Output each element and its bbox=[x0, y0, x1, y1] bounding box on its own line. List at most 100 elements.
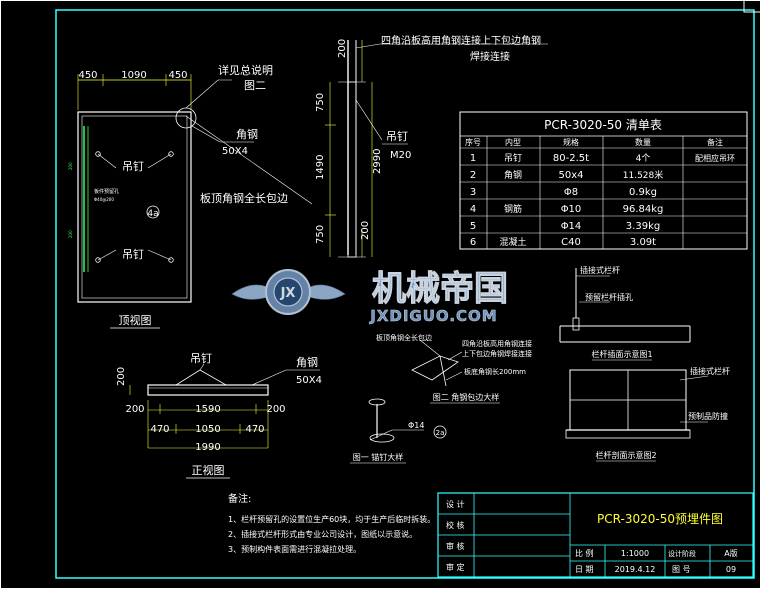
title-block: 设 计 校 核 审 核 审 定 PCR-3020-50预埋件图 比 例 1:10… bbox=[437, 492, 754, 578]
notes-heading: 备注: bbox=[228, 492, 251, 505]
table-cell: Φ14 bbox=[561, 221, 582, 232]
detail-marker-4a: 4a bbox=[147, 209, 158, 219]
angle-size-label: 50X4 bbox=[222, 146, 248, 157]
corner-label-connect: 四角沿板高用角钢连接 bbox=[462, 339, 532, 348]
top-view-title: 顶视图 bbox=[119, 313, 152, 327]
top-view: 450 1090 450 200 200 板件预留孔 Φ40@200 吊钉 吊钉… bbox=[68, 63, 313, 329]
watermark-brand: 机械帝国 bbox=[372, 269, 508, 309]
section-dim-750-top: 750 bbox=[315, 93, 326, 112]
front-dim-row2-right: 470 bbox=[245, 424, 264, 435]
svg-text:板件预留孔: 板件预留孔 bbox=[94, 188, 119, 195]
table-cell: 3.09t bbox=[630, 237, 656, 248]
bom-header-no: 序号 bbox=[465, 137, 481, 147]
callout-fig-two: 图二 bbox=[244, 79, 266, 92]
stage-label: 设计阶段 bbox=[668, 549, 696, 558]
section-header-line1: 四角沿板高用角钢连接上下包边角钢 bbox=[381, 34, 541, 47]
table-cell: 3 bbox=[470, 187, 476, 198]
sheet-label: 图 号 bbox=[672, 565, 691, 574]
table-cell: 6 bbox=[470, 237, 476, 248]
table-cell: 配相应吊环 bbox=[695, 153, 735, 163]
table-cell: 0.9kg bbox=[629, 187, 657, 198]
table-cell: 2 bbox=[470, 170, 476, 181]
callout-see-notes: 详见总说明 bbox=[218, 63, 273, 77]
section-dim-top: 200 bbox=[337, 39, 348, 58]
top-view-outline bbox=[77, 111, 192, 303]
date-value: 2019.4.12 bbox=[615, 565, 656, 574]
corner-wrap-detail: 板顶角钢全长包边 四角沿板高用角钢连接 上下包边角钢焊接连接 板底角钢长200m… bbox=[376, 333, 532, 404]
table-cell: 吊钉 bbox=[504, 153, 522, 164]
note-item-3: 3、预制构件表面需进行混凝拉处理。 bbox=[228, 544, 361, 554]
front-dim-row2-left: 470 bbox=[150, 424, 169, 435]
front-angle-label: 角钢 bbox=[296, 356, 318, 369]
bom-header-spec: 规格 bbox=[563, 137, 579, 147]
section-nail-label: 吊钉 bbox=[386, 130, 408, 143]
svg-text:200: 200 bbox=[68, 162, 73, 170]
stage-value: A版 bbox=[724, 548, 737, 558]
front-angle-size: 50X4 bbox=[296, 375, 322, 386]
table-cell: 5 bbox=[470, 221, 476, 232]
angle-steel-label: 角钢 bbox=[236, 128, 258, 141]
table-cell: Φ10 bbox=[561, 204, 582, 215]
corner-label-weld: 上下包边角钢焊接连接 bbox=[462, 349, 532, 358]
sheet-value: 09 bbox=[726, 565, 736, 574]
lift-nail-label-top: 吊钉 bbox=[122, 160, 144, 173]
bom-header-note: 备注 bbox=[707, 137, 723, 147]
section-dim-1490: 1490 bbox=[315, 155, 326, 180]
watermark-url: JXDIGUO.COM bbox=[369, 307, 497, 325]
anchor-nail-detail: Φ14 2a 图一 锚钉大样 bbox=[350, 398, 447, 464]
role-review: 审 核 bbox=[446, 541, 465, 551]
corner-caption: 图二 角钢包边大样 bbox=[433, 392, 500, 402]
role-check: 校 核 bbox=[446, 520, 465, 530]
section-header-line2: 焊接连接 bbox=[470, 50, 510, 63]
bom-header-qty: 数量 bbox=[635, 137, 651, 147]
front-view: 吊钉 角钢 50X4 200 200 1590 200 470 1050 470… bbox=[116, 352, 322, 479]
section-nail-size: M20 bbox=[390, 150, 411, 161]
notes: 备注: 1、栏杆预留孔的设置位生产60块，均于生产后临时拆装。 2、插接式栏杆形… bbox=[228, 492, 435, 554]
svg-text:JX: JX bbox=[280, 286, 296, 301]
rail1-caption: 栏杆插面示意图1 bbox=[591, 349, 652, 359]
svg-text:Φ40@200: Φ40@200 bbox=[94, 197, 114, 202]
front-dim-row1-right: 200 bbox=[266, 404, 285, 415]
table-cell: C40 bbox=[561, 237, 581, 248]
wrap-edge-note: 板顶角钢全长包边 bbox=[200, 191, 288, 205]
section-view: 200 750 1490 750 2990 200 四角沿板高用角钢连接上下包边… bbox=[315, 34, 548, 258]
top-view-inner-outline bbox=[81, 115, 188, 299]
role-approve: 审 定 bbox=[446, 562, 465, 572]
scale-value: 1:1000 bbox=[621, 549, 649, 558]
lift-nail-label-bottom: 吊钉 bbox=[122, 248, 144, 261]
lift-nail-marker bbox=[168, 151, 174, 157]
note-item-2: 2、插接式栏杆形式由专业公司设计，图纸以示意说。 bbox=[228, 529, 417, 539]
table-cell: 4 bbox=[470, 204, 476, 215]
front-dim-height: 200 bbox=[116, 367, 127, 386]
bom-title: PCR-3020-50 清单表 bbox=[544, 118, 662, 132]
table-cell: 角钢 bbox=[504, 169, 522, 181]
corner-label-bottom: 板底角钢长200mm bbox=[464, 367, 526, 376]
rail2-caption: 栏杆剖面示意图2 bbox=[595, 450, 656, 460]
table-cell: 3.39kg bbox=[626, 221, 660, 232]
gear-wings-logo: JX bbox=[231, 269, 346, 315]
front-nail-label: 吊钉 bbox=[190, 352, 212, 365]
top-dim-right: 450 bbox=[168, 70, 187, 81]
corner-label-top-wrap: 板顶角钢全长包边 bbox=[376, 333, 432, 342]
drawing-title: PCR-3020-50预埋件图 bbox=[597, 512, 723, 526]
lift-nail-marker bbox=[95, 257, 101, 263]
rail-elevation-detail: 插接式栏杆 预制品防撞 栏杆剖面示意图2 bbox=[565, 366, 730, 462]
table-cell: 80-2.5t bbox=[553, 153, 589, 164]
bom-header-type: 内型 bbox=[505, 137, 521, 147]
bom-rows: 1 吊钉 80-2.5t 4个 配相应吊环 2 角钢 50x4 11.528米 … bbox=[470, 153, 735, 248]
front-dim-row1-mid: 1590 bbox=[195, 404, 220, 415]
table-cell: Φ8 bbox=[564, 187, 578, 198]
front-dim-row2-mid: 1050 bbox=[195, 424, 220, 435]
table-cell: 1 bbox=[470, 153, 476, 164]
section-dim-total: 2990 bbox=[372, 149, 383, 174]
front-dim-total: 1990 bbox=[195, 442, 220, 453]
date-label: 日 期 bbox=[575, 565, 594, 574]
nail-dim: Φ14 bbox=[408, 421, 424, 430]
detail-callout-circle bbox=[175, 107, 197, 129]
role-design: 设 计 bbox=[446, 499, 465, 509]
table-cell: 96.84kg bbox=[623, 204, 664, 215]
nail-marker-2a: 2a bbox=[436, 429, 445, 437]
bom-table: PCR-3020-50 清单表 序号 内型 规格 数量 备注 1 吊钉 80-2… bbox=[459, 111, 748, 250]
table-cell: 钢筋 bbox=[504, 203, 522, 215]
